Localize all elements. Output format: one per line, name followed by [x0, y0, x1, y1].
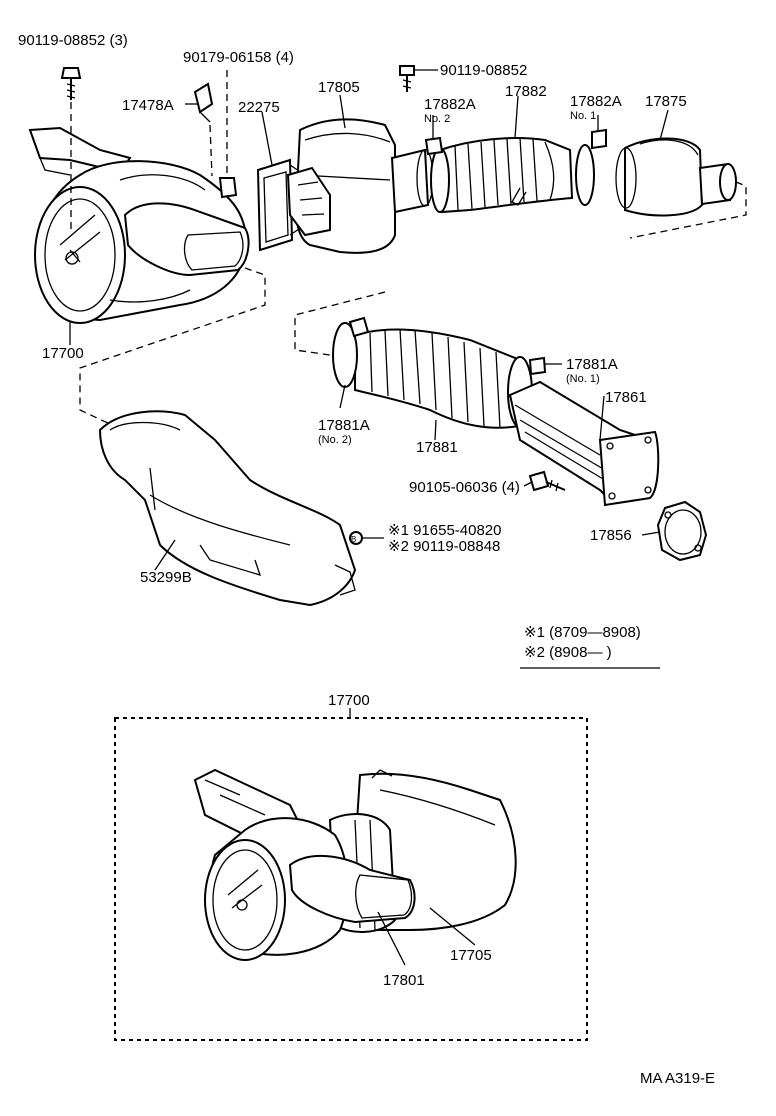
assembly-boundary	[114, 717, 588, 1041]
label-no1-b: (No. 1)	[566, 373, 600, 385]
leader-90105	[523, 481, 533, 487]
leader-17861	[599, 395, 605, 441]
legend-row-2: ※2 (8908— )	[524, 644, 612, 661]
air-flow-meter-17805	[286, 118, 434, 254]
clamp-17881A-no2	[332, 316, 370, 409]
label-17700-assembly: 17700	[328, 692, 370, 709]
label-17882: 17882	[505, 83, 547, 100]
bolt-90105-06036	[528, 470, 566, 492]
leader-17875	[659, 109, 669, 141]
clip-17478A	[193, 82, 214, 177]
air-cleaner-assembly-top	[28, 126, 250, 324]
clamp-17882A-no2	[424, 115, 450, 213]
clamp-17882A-no1	[575, 115, 607, 206]
label-90119-08852: 90119-08852	[440, 62, 527, 79]
grommet-91655-40820: B	[349, 531, 384, 545]
leader-17881	[434, 419, 437, 441]
legend-row-1: ※1 (8709—8908)	[524, 624, 641, 641]
clamp-17881A-no1	[528, 356, 562, 376]
hose-17881	[354, 328, 533, 429]
label-17801: 17801	[383, 972, 425, 989]
connector-line-2	[294, 291, 386, 356]
label-17882A-no1: 17882A	[570, 93, 622, 110]
label-17805: 17805	[318, 79, 360, 96]
leader-17856	[641, 531, 661, 536]
cap-17875	[615, 137, 747, 239]
label-22275: 22275	[238, 99, 280, 116]
grommet-90179-06158	[218, 70, 238, 199]
label-17705: 17705	[450, 947, 492, 964]
hose-17882	[438, 137, 574, 214]
connector-line-1	[79, 267, 266, 426]
label-no2-b: (No. 2)	[318, 434, 352, 446]
label-no2-a: No. 2	[424, 113, 450, 125]
bolt-90119-08852-3	[60, 67, 82, 230]
leader-17801	[377, 911, 406, 966]
label-53299B: 53299B	[140, 569, 192, 586]
label-17881A-no1: 17881A	[566, 356, 618, 373]
footer-code: MA A319-E	[640, 1070, 715, 1087]
label-17875: 17875	[645, 93, 687, 110]
label-17861: 17861	[605, 389, 647, 406]
label-17700-top: 17700	[42, 345, 84, 362]
label-90119-08848: ※2 90119-08848	[388, 538, 500, 555]
leader-17882	[514, 95, 519, 139]
label-17881: 17881	[416, 439, 458, 456]
label-17881A-no2: 17881A	[318, 417, 370, 434]
label-90105-06036-4: 90105-06036 (4)	[409, 479, 520, 496]
label-91655-40820: ※1 91655-40820	[388, 522, 502, 539]
leader-53299B	[154, 539, 176, 571]
leader-17805	[339, 94, 346, 129]
bolt-90119-08852	[399, 65, 438, 92]
leader-17705	[429, 907, 476, 946]
leader-22275	[261, 111, 273, 166]
label-17856: 17856	[590, 527, 632, 544]
label-90179-06158-4: 90179-06158 (4)	[183, 49, 294, 66]
label-17478A: 17478A	[122, 97, 174, 114]
duct-53299B	[98, 410, 357, 607]
duct-17861	[508, 380, 660, 507]
gasket-17856	[656, 500, 708, 562]
label-17882A-no2: 17882A	[424, 96, 476, 113]
label-90119-08852-3: 90119-08852 (3)	[18, 32, 128, 49]
air-cleaner-assembly-detail	[193, 768, 517, 961]
label-no1-a: No. 1	[570, 110, 596, 122]
grommet-mark: B	[351, 535, 356, 544]
